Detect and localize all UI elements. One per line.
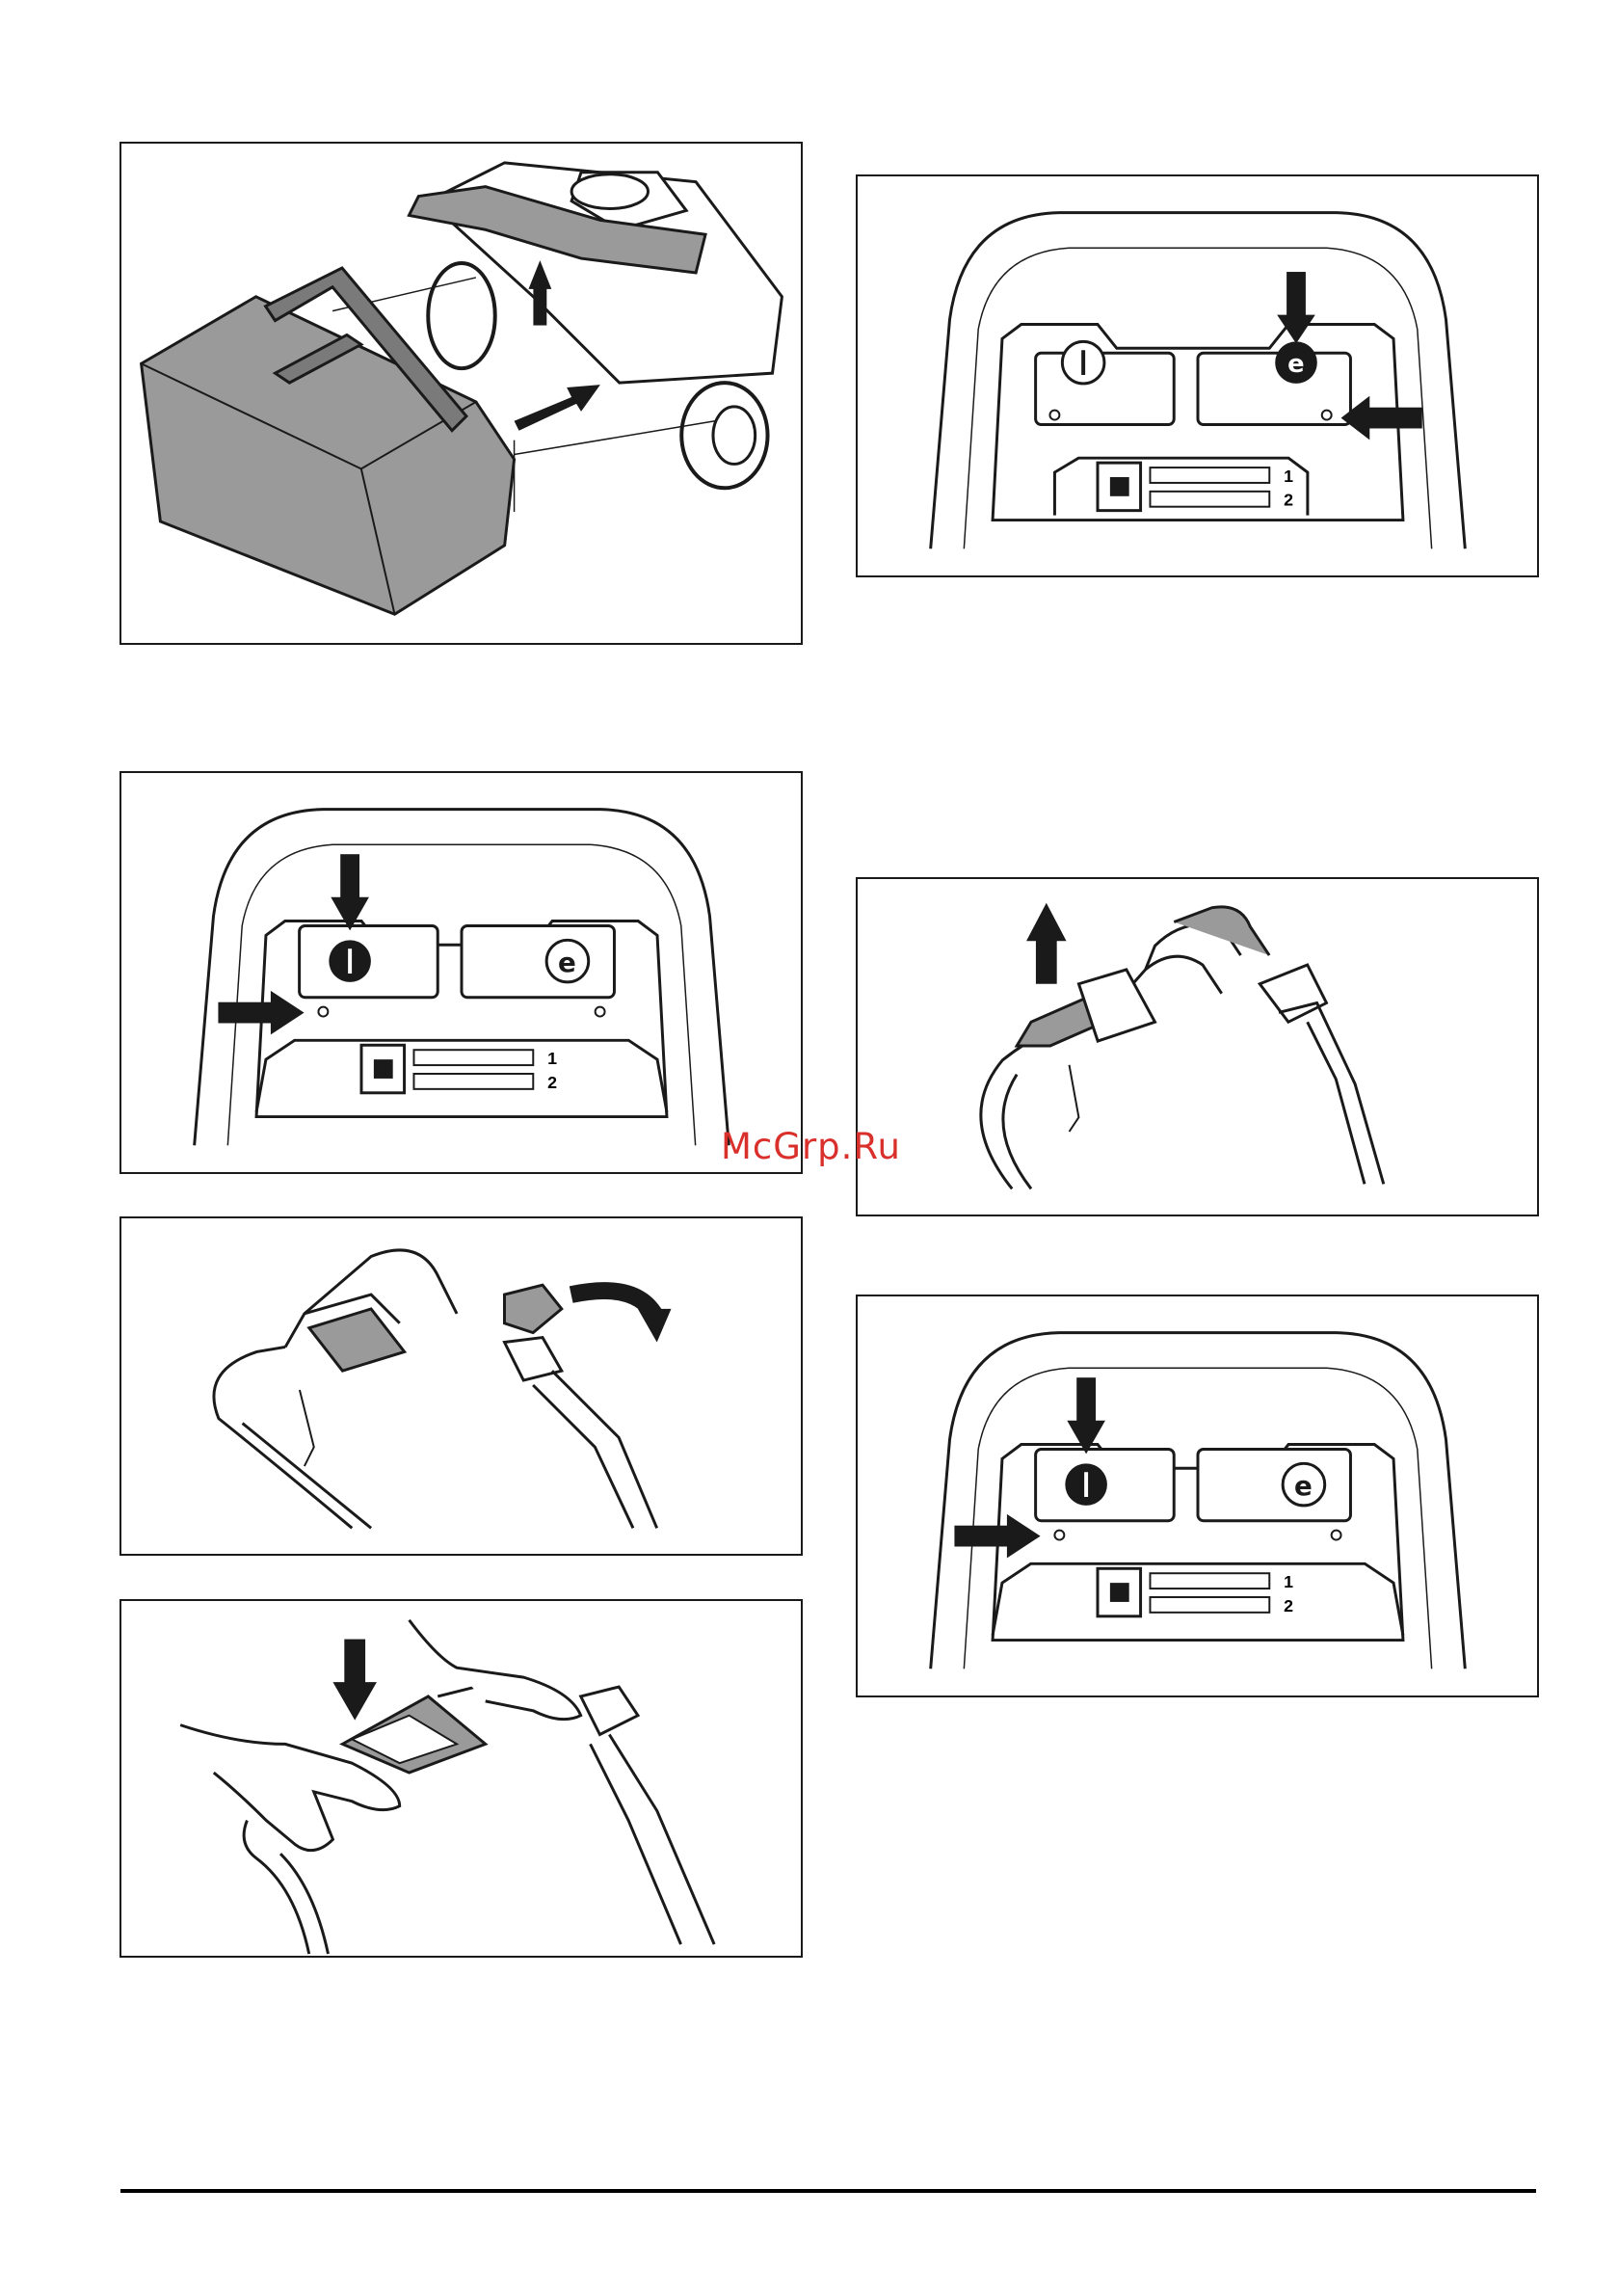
figure-control-panel-left-2: e 1 2 [856, 1295, 1539, 1697]
row-label-1: 1 [1284, 1572, 1293, 1591]
svg-text:e: e [558, 947, 576, 978]
control-panel-icon-3: e 1 2 [858, 1296, 1537, 1695]
figure-grass-collector [119, 142, 803, 645]
figure-handle-lever [119, 1216, 803, 1556]
grass-collector-icon [121, 144, 801, 643]
watermark-text: McGrp.Ru [721, 1126, 901, 1167]
down-arrow-icon [1067, 1377, 1105, 1454]
rotate-arrow-icon [571, 1291, 672, 1342]
push-arrow-icon [515, 385, 600, 431]
control-panel-icon-2: e 1 2 [121, 773, 801, 1172]
down-arrow-icon [331, 854, 369, 930]
control-panel-icon: e 1 2 [858, 176, 1537, 575]
footer-rule [120, 2189, 1536, 2193]
handle-press-icon [121, 1601, 801, 1956]
row-label-1: 1 [1284, 467, 1293, 486]
handle-lever-icon [121, 1218, 801, 1554]
down-arrow-icon [332, 1640, 377, 1721]
left-arrow-icon [1341, 396, 1422, 441]
svg-text:e: e [1287, 350, 1304, 379]
svg-text:e: e [1294, 1470, 1313, 1502]
figure-control-panel-left: e 1 2 [119, 771, 803, 1174]
row-label-2: 2 [1284, 491, 1293, 510]
row-label-1: 1 [547, 1049, 557, 1068]
up-arrow-icon [1026, 903, 1067, 984]
row-label-2: 2 [547, 1073, 557, 1092]
figure-handle-press [119, 1599, 803, 1958]
figure-handle-lift [856, 877, 1539, 1216]
handle-lift-icon [858, 879, 1537, 1215]
figure-control-panel-power: e 1 2 [856, 174, 1539, 577]
row-label-2: 2 [1284, 1596, 1293, 1615]
